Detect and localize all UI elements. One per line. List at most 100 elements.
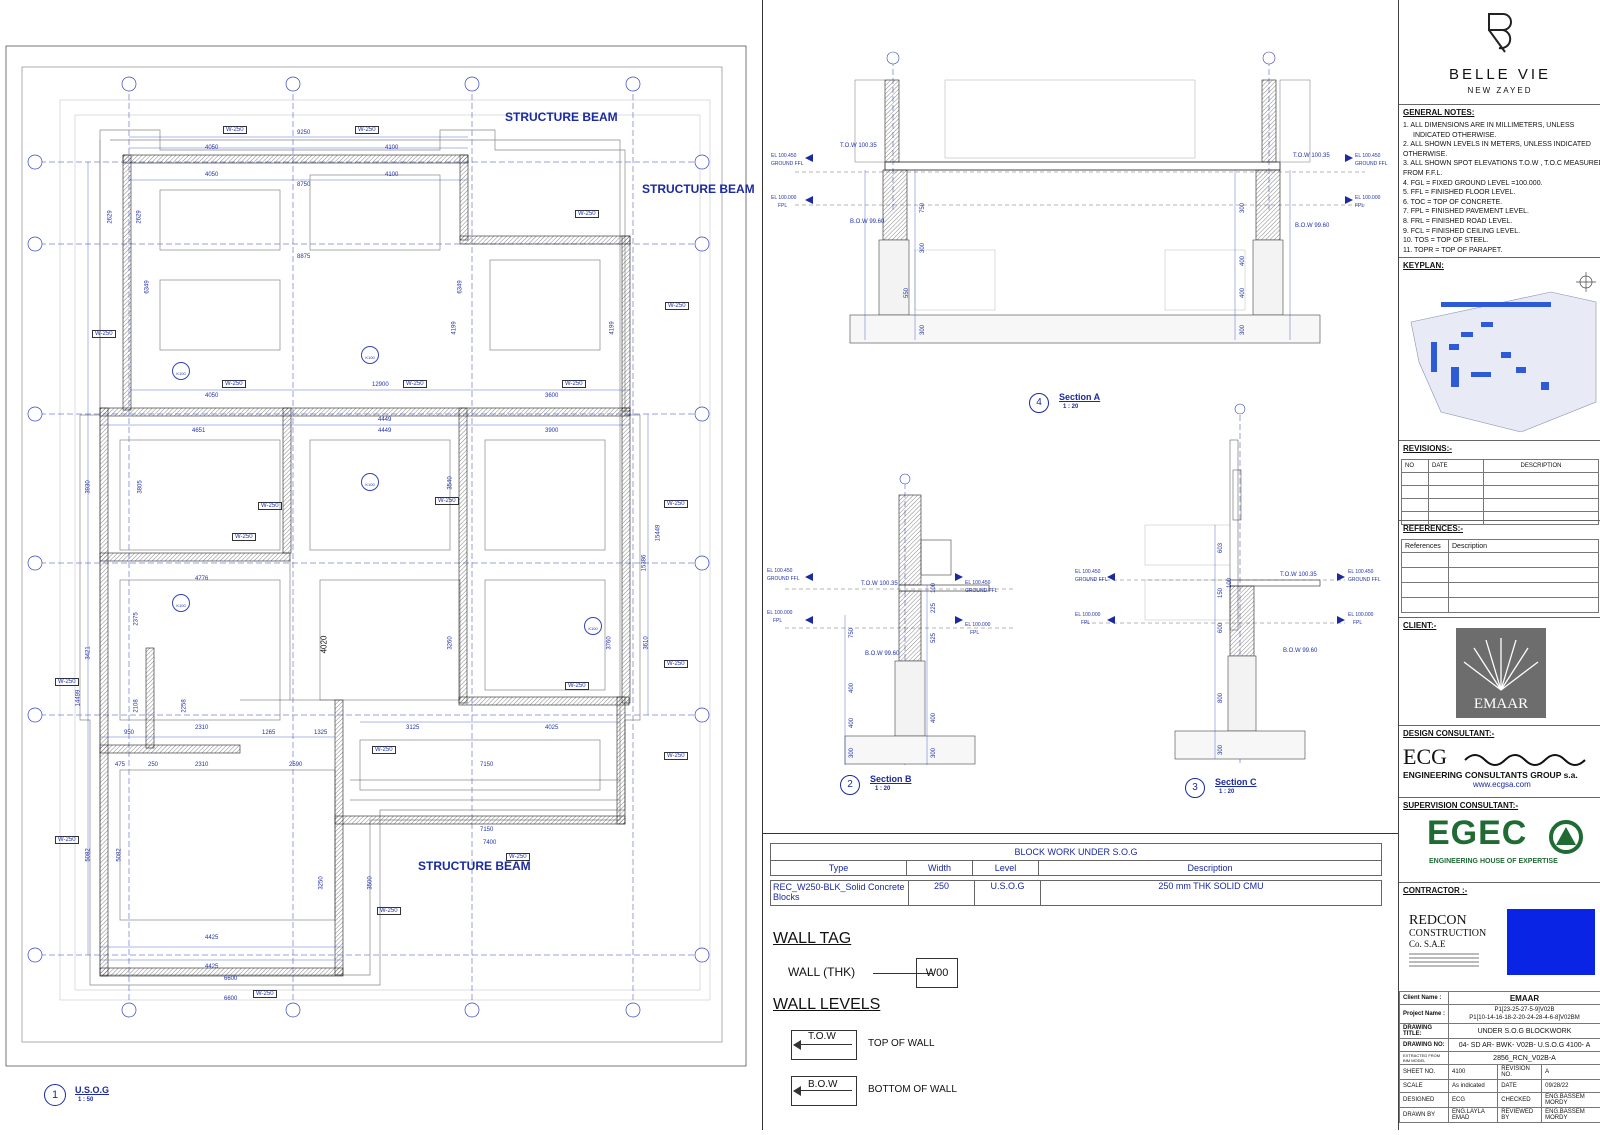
level-label: GROUND FFL <box>771 161 804 167</box>
bow-label: B.O.W 99.60 <box>850 219 884 225</box>
dimension-text: 3600 <box>545 393 558 399</box>
view-number-bubble: 1 <box>44 1084 66 1106</box>
note-line: 10. TOS = TOP OF STEEL. <box>1403 236 1597 246</box>
dimension-text: 14499 <box>75 690 81 707</box>
level-label: EL 100.000 <box>965 622 990 628</box>
dimension-text: 3540 <box>448 476 454 489</box>
dimension-text: 8875 <box>297 254 310 260</box>
dimension-text: 6600 <box>224 996 237 1002</box>
dimension-text: 6600 <box>224 976 237 982</box>
dimension-text: 300 <box>931 748 937 758</box>
bim-model-id: 2856_RCN_V02B-A <box>1449 1052 1600 1065</box>
structure-beam-label: STRUCTURE BEAM <box>642 182 755 196</box>
dimension-text: 2375 <box>134 612 140 625</box>
wall-tag: W-250 <box>253 990 277 998</box>
info-label: REVIEWED BY <box>1498 1108 1542 1123</box>
section-number-bubble: 2 <box>840 775 860 795</box>
title-block: BELLE VIE NEW ZAYED GENERAL NOTES: 1. AL… <box>1398 0 1600 1130</box>
schedule-title: BLOCK WORK UNDER S.O.G <box>770 843 1382 861</box>
section-number-bubble: 3 <box>1185 778 1205 798</box>
tow-label: T.O.W 100.35 <box>861 581 898 587</box>
dimension-text: 4776 <box>195 576 208 582</box>
dimension-text: 4025 <box>545 725 558 731</box>
contractor-title: CONTRACTOR :- <box>1403 886 1600 895</box>
client-name: EMAAR <box>1449 992 1600 1005</box>
dimension-text: 3610 <box>644 636 650 649</box>
section-scale: 1 : 20 <box>1219 789 1234 795</box>
section-marker[interactable]: K100 <box>172 362 190 380</box>
dimension-text: 4100 <box>385 145 398 151</box>
dimension-text: 4050 <box>205 172 218 178</box>
level-label: FPL <box>1353 620 1362 626</box>
wall-thk-label: WALL (THK) <box>788 965 855 979</box>
section-marker[interactable]: K100 <box>361 473 379 491</box>
reviewed-by: ENG.BASSEM MORDY <box>1542 1108 1600 1123</box>
note-line: 2. ALL SHOWN LEVELS IN METERS, UNLESS IN… <box>1403 140 1597 150</box>
level-label: GROUND FFL <box>1355 161 1388 167</box>
wall-tag: W-250 <box>355 126 379 134</box>
dimension-text: 300 <box>849 748 855 758</box>
level-label: EL 100.450 <box>1348 569 1373 575</box>
dimension-text: 550 <box>904 288 910 298</box>
structure-beam-label: STRUCTURE BEAM <box>418 859 531 873</box>
dimension-text: 600 <box>1218 623 1224 633</box>
dimension-text: 7400 <box>483 840 496 846</box>
brand-area: BELLE VIE NEW ZAYED <box>1399 0 1600 102</box>
section-b-view: EL 100.450 GROUND FFL EL 100.000 FPL EL … <box>765 465 1025 825</box>
wall-tag-title: WALL TAG <box>773 930 851 948</box>
dimension-text: 4020 <box>319 636 328 654</box>
drawing-number: 04- SD AR- BWK- V02B- U.S.O.G 4100- A <box>1449 1039 1600 1052</box>
info-label: DRAWN BY <box>1400 1108 1449 1123</box>
schedule-header: Description <box>1039 861 1381 875</box>
level-label: GROUND FFL <box>1075 577 1108 583</box>
wall-tag: W-250 <box>55 678 79 686</box>
dimension-text: 400 <box>849 683 855 693</box>
references-header: Description <box>1449 540 1599 553</box>
bow-symbol: B.O.W <box>791 1076 857 1106</box>
wall-tag: W-250 <box>435 497 459 505</box>
tow-symbol: T.O.W <box>791 1030 857 1060</box>
dimension-text: 3760 <box>607 636 613 649</box>
section-marker[interactable]: K100 <box>172 594 190 612</box>
level-label: FPL <box>773 618 782 624</box>
level-label: EL 100.000 <box>771 195 796 201</box>
wall-tag: W-250 <box>562 380 586 388</box>
designed-by: ECG <box>1449 1093 1498 1108</box>
dimension-text: 2629 <box>108 210 114 223</box>
project-name-line: P1[23-25-27-5-9]V02B <box>1452 1006 1597 1014</box>
dimension-text: 250 <box>148 762 158 768</box>
info-label: SHEET NO. <box>1400 1065 1449 1080</box>
section-c-view: EL 100.450 GROUND FFL EL 100.000 FPL EL … <box>1065 395 1395 825</box>
dimension-text: 7150 <box>480 827 493 833</box>
dimension-text: 4199 <box>452 321 458 334</box>
blockwork-walls <box>100 155 630 976</box>
bow-label: B.O.W 99.60 <box>1283 648 1317 654</box>
dimension-text: 300 <box>1218 745 1224 755</box>
info-label: DESIGNED <box>1400 1093 1449 1108</box>
schedule-header: Width <box>907 861 973 875</box>
level-label: EL 100.450 <box>1355 153 1380 159</box>
section-marker[interactable]: K100 <box>584 617 602 635</box>
section-marker[interactable]: K100 <box>361 346 379 364</box>
ecg-url[interactable]: www.ecgsa.com <box>1473 780 1531 789</box>
dimension-text: 3930 <box>86 480 92 493</box>
wall-levels-title: WALL LEVELS <box>773 996 880 1014</box>
dimension-text: 2108 <box>134 699 140 712</box>
dimension-text: 4449 <box>378 417 391 423</box>
dimension-text: 603 <box>1218 543 1224 553</box>
redcon-name: REDCON <box>1409 913 1467 929</box>
keyplan-map <box>1401 272 1599 432</box>
schedule-header: Type <box>771 861 907 875</box>
dimension-text: 2310 <box>195 762 208 768</box>
level-label: FPL <box>970 630 979 636</box>
wall-tag: W-250 <box>377 907 401 915</box>
dimension-text: 3900 <box>545 428 558 434</box>
dimension-text: 150 <box>1218 588 1224 598</box>
info-label: DATE <box>1498 1080 1542 1093</box>
wall-tag: W-250 <box>506 853 530 861</box>
floor-plan-view: STRUCTURE BEAM STRUCTURE BEAM STRUCTURE … <box>0 0 760 1130</box>
wall-tag: W-250 <box>403 380 427 388</box>
ecg-arabic-logo <box>1461 746 1597 766</box>
date-value: 09/28/22 <box>1542 1080 1600 1093</box>
